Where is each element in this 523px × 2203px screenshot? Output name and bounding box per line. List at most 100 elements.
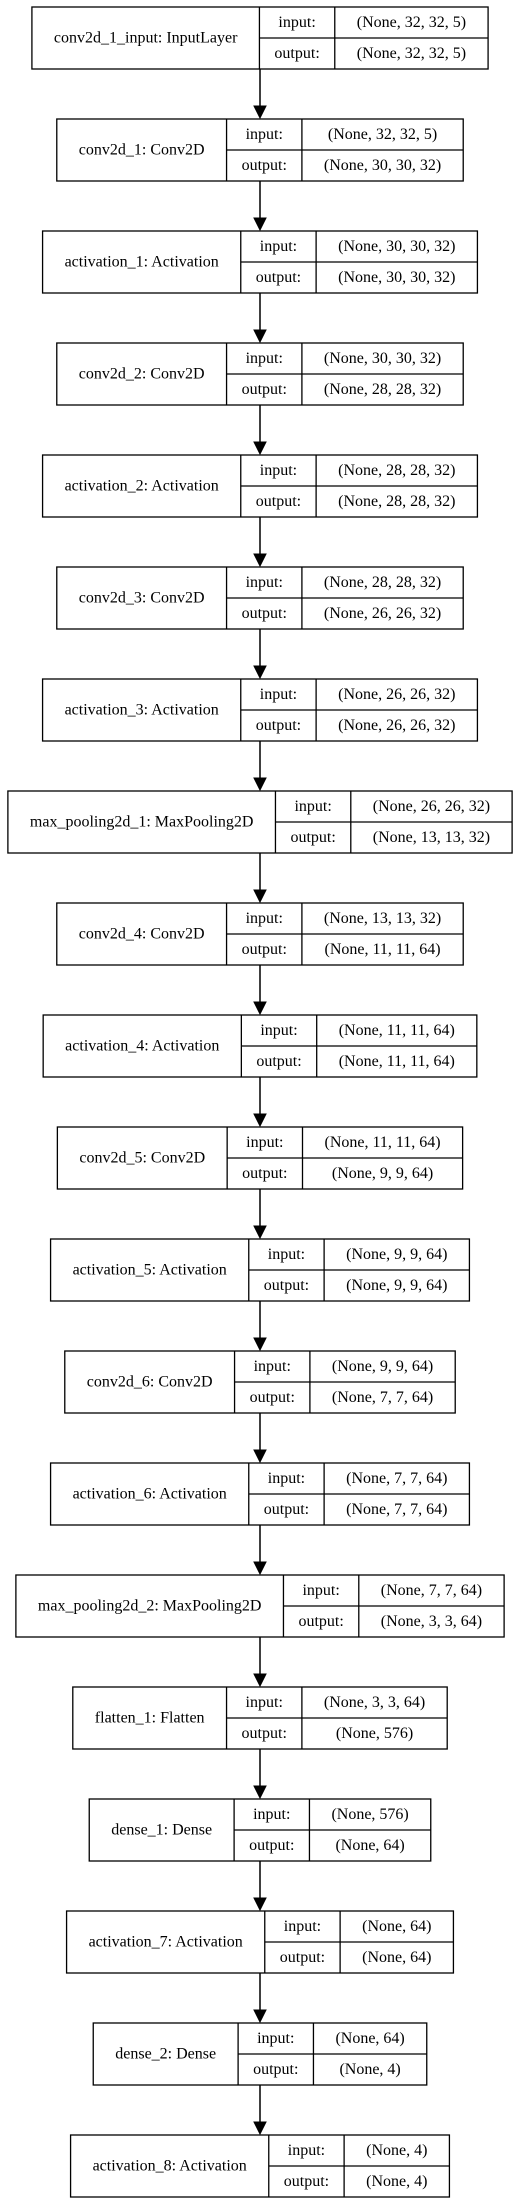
output-shape: (None, 13, 13, 32) [373, 829, 490, 846]
arrow-head-icon [253, 1561, 267, 1576]
layer-name: conv2d_2: Conv2D [79, 366, 205, 383]
output-shape: (None, 11, 11, 64) [339, 1053, 455, 1070]
input-label: input: [254, 1358, 291, 1375]
layer-node: max_pooling2d_2: MaxPooling2D input: outpu… [15, 1574, 505, 1638]
output-shape: (None, 28, 28, 32) [324, 381, 441, 398]
layer-node: activation_8: Activationinput:output:(No… [69, 2134, 451, 2198]
layer-name: conv2d_5: Conv2D [79, 1150, 205, 1167]
output-label: output: [284, 2173, 329, 2190]
layer-name: flatten_1: Flatten [95, 1710, 205, 1727]
input-shape: (None, 30, 30, 32) [324, 350, 441, 367]
output-shape: (None, 26, 26, 32) [324, 605, 441, 622]
output-label: output: [256, 717, 301, 734]
input-shape: (None, 11, 11, 64) [325, 1134, 441, 1151]
output-shape: (None, 4) [339, 2061, 400, 2078]
arrow-head-icon [253, 553, 267, 568]
output-label: output: [256, 269, 301, 286]
arrow-head-icon [253, 1001, 267, 1016]
input-label: input: [268, 1470, 305, 1487]
layer-name: activation_5: Activation [73, 1262, 227, 1279]
connector-arrow [253, 853, 267, 904]
layer-name: activation_4: Activation [65, 1038, 219, 1055]
layer-node: activation_6: Activationinput:output:(No… [49, 1462, 471, 1526]
connector-arrow [253, 2085, 267, 2136]
input-shape: (None, 30, 30, 32) [338, 238, 455, 255]
input-label: input: [294, 798, 331, 815]
input-label: input: [268, 1246, 305, 1263]
arrow-head-icon [253, 329, 267, 344]
output-label: output: [298, 1613, 343, 1630]
input-shape: (None, 4) [366, 2142, 427, 2159]
arrow-head-icon [253, 1785, 267, 1800]
output-label: output: [256, 493, 301, 510]
input-label: input: [246, 910, 283, 927]
output-label: output: [264, 1501, 309, 1518]
layer-name: activation_3: Activation [65, 702, 219, 719]
input-shape: (None, 28, 28, 32) [324, 574, 441, 591]
input-shape: (None, 64) [335, 2030, 404, 2047]
input-shape: (None, 26, 26, 32) [338, 686, 455, 703]
input-shape: (None, 26, 26, 32) [373, 798, 490, 815]
arrow-head-icon [253, 441, 267, 456]
input-label: input: [284, 1918, 321, 1935]
connector-arrow [253, 1189, 267, 1240]
output-shape: (None, 30, 30, 32) [338, 269, 455, 286]
output-shape: (None, 11, 11, 64) [325, 941, 441, 958]
layer-node: activation_7: Activationinput:output:(No… [65, 1910, 455, 1974]
input-label: input: [260, 1022, 297, 1039]
connector-arrow [253, 741, 267, 792]
output-shape: (None, 30, 30, 32) [324, 157, 441, 174]
input-label: input: [246, 1134, 283, 1151]
output-label: output: [242, 941, 287, 958]
connector-arrow [253, 1861, 267, 1912]
connector-arrow [253, 1077, 267, 1128]
layer-name: conv2d_1: Conv2D [79, 142, 205, 159]
layer-node: activation_2: Activationinput:output:(No… [41, 454, 479, 518]
layer-name: activation_1: Activation [65, 254, 219, 271]
arrow-head-icon [253, 1449, 267, 1464]
arrow-head-icon [253, 2121, 267, 2136]
layer-name: max_pooling2d_2: MaxPooling2D [38, 1598, 262, 1615]
connector-arrow [253, 965, 267, 1016]
layer-node: conv2d_1_input: InputLayerinput:output:(… [31, 6, 489, 70]
connector-arrow [253, 1525, 267, 1576]
input-label: input: [302, 1582, 339, 1599]
input-shape: (None, 13, 13, 32) [324, 910, 441, 927]
input-label: input: [246, 574, 283, 591]
input-shape: (None, 32, 32, 5) [328, 126, 437, 143]
arrow-head-icon [253, 217, 267, 232]
arrow-head-icon [253, 1113, 267, 1128]
output-shape: (None, 3, 3, 64) [381, 1613, 482, 1630]
arrow-head-icon [253, 1897, 267, 1912]
output-shape: (None, 32, 32, 5) [357, 45, 466, 62]
layer-node: activation_5: Activation input: output: (No… [49, 1238, 471, 1302]
input-label: input: [260, 462, 297, 479]
output-label: output: [264, 1277, 309, 1294]
arrow-head-icon [253, 1337, 267, 1352]
layer-node: activation_4: Activationinput:output:(No… [42, 1014, 478, 1078]
layer-node: max_pooling2d_1: MaxPooling2Dinput:outpu… [7, 790, 513, 854]
output-shape: (None, 9, 9, 64) [346, 1277, 447, 1294]
input-label: input: [246, 1694, 283, 1711]
layer-name: max_pooling2d_1: MaxPooling2D [30, 814, 254, 831]
output-shape: (None, 7, 7, 64) [346, 1501, 447, 1518]
arrow-head-icon [253, 665, 267, 680]
output-label: output: [280, 1949, 325, 1966]
input-shape: (None, 32, 32, 5) [357, 14, 466, 31]
connector-arrow [253, 181, 267, 232]
connector-arrow [253, 69, 267, 120]
connector-arrow [253, 293, 267, 344]
arrow-head-icon [253, 889, 267, 904]
connector-arrow [253, 1973, 267, 2024]
output-label: output: [242, 157, 287, 174]
layer-name: activation_2: Activation [65, 478, 219, 495]
output-shape: (None, 4) [366, 2173, 427, 2190]
input-label: input: [253, 1806, 290, 1823]
